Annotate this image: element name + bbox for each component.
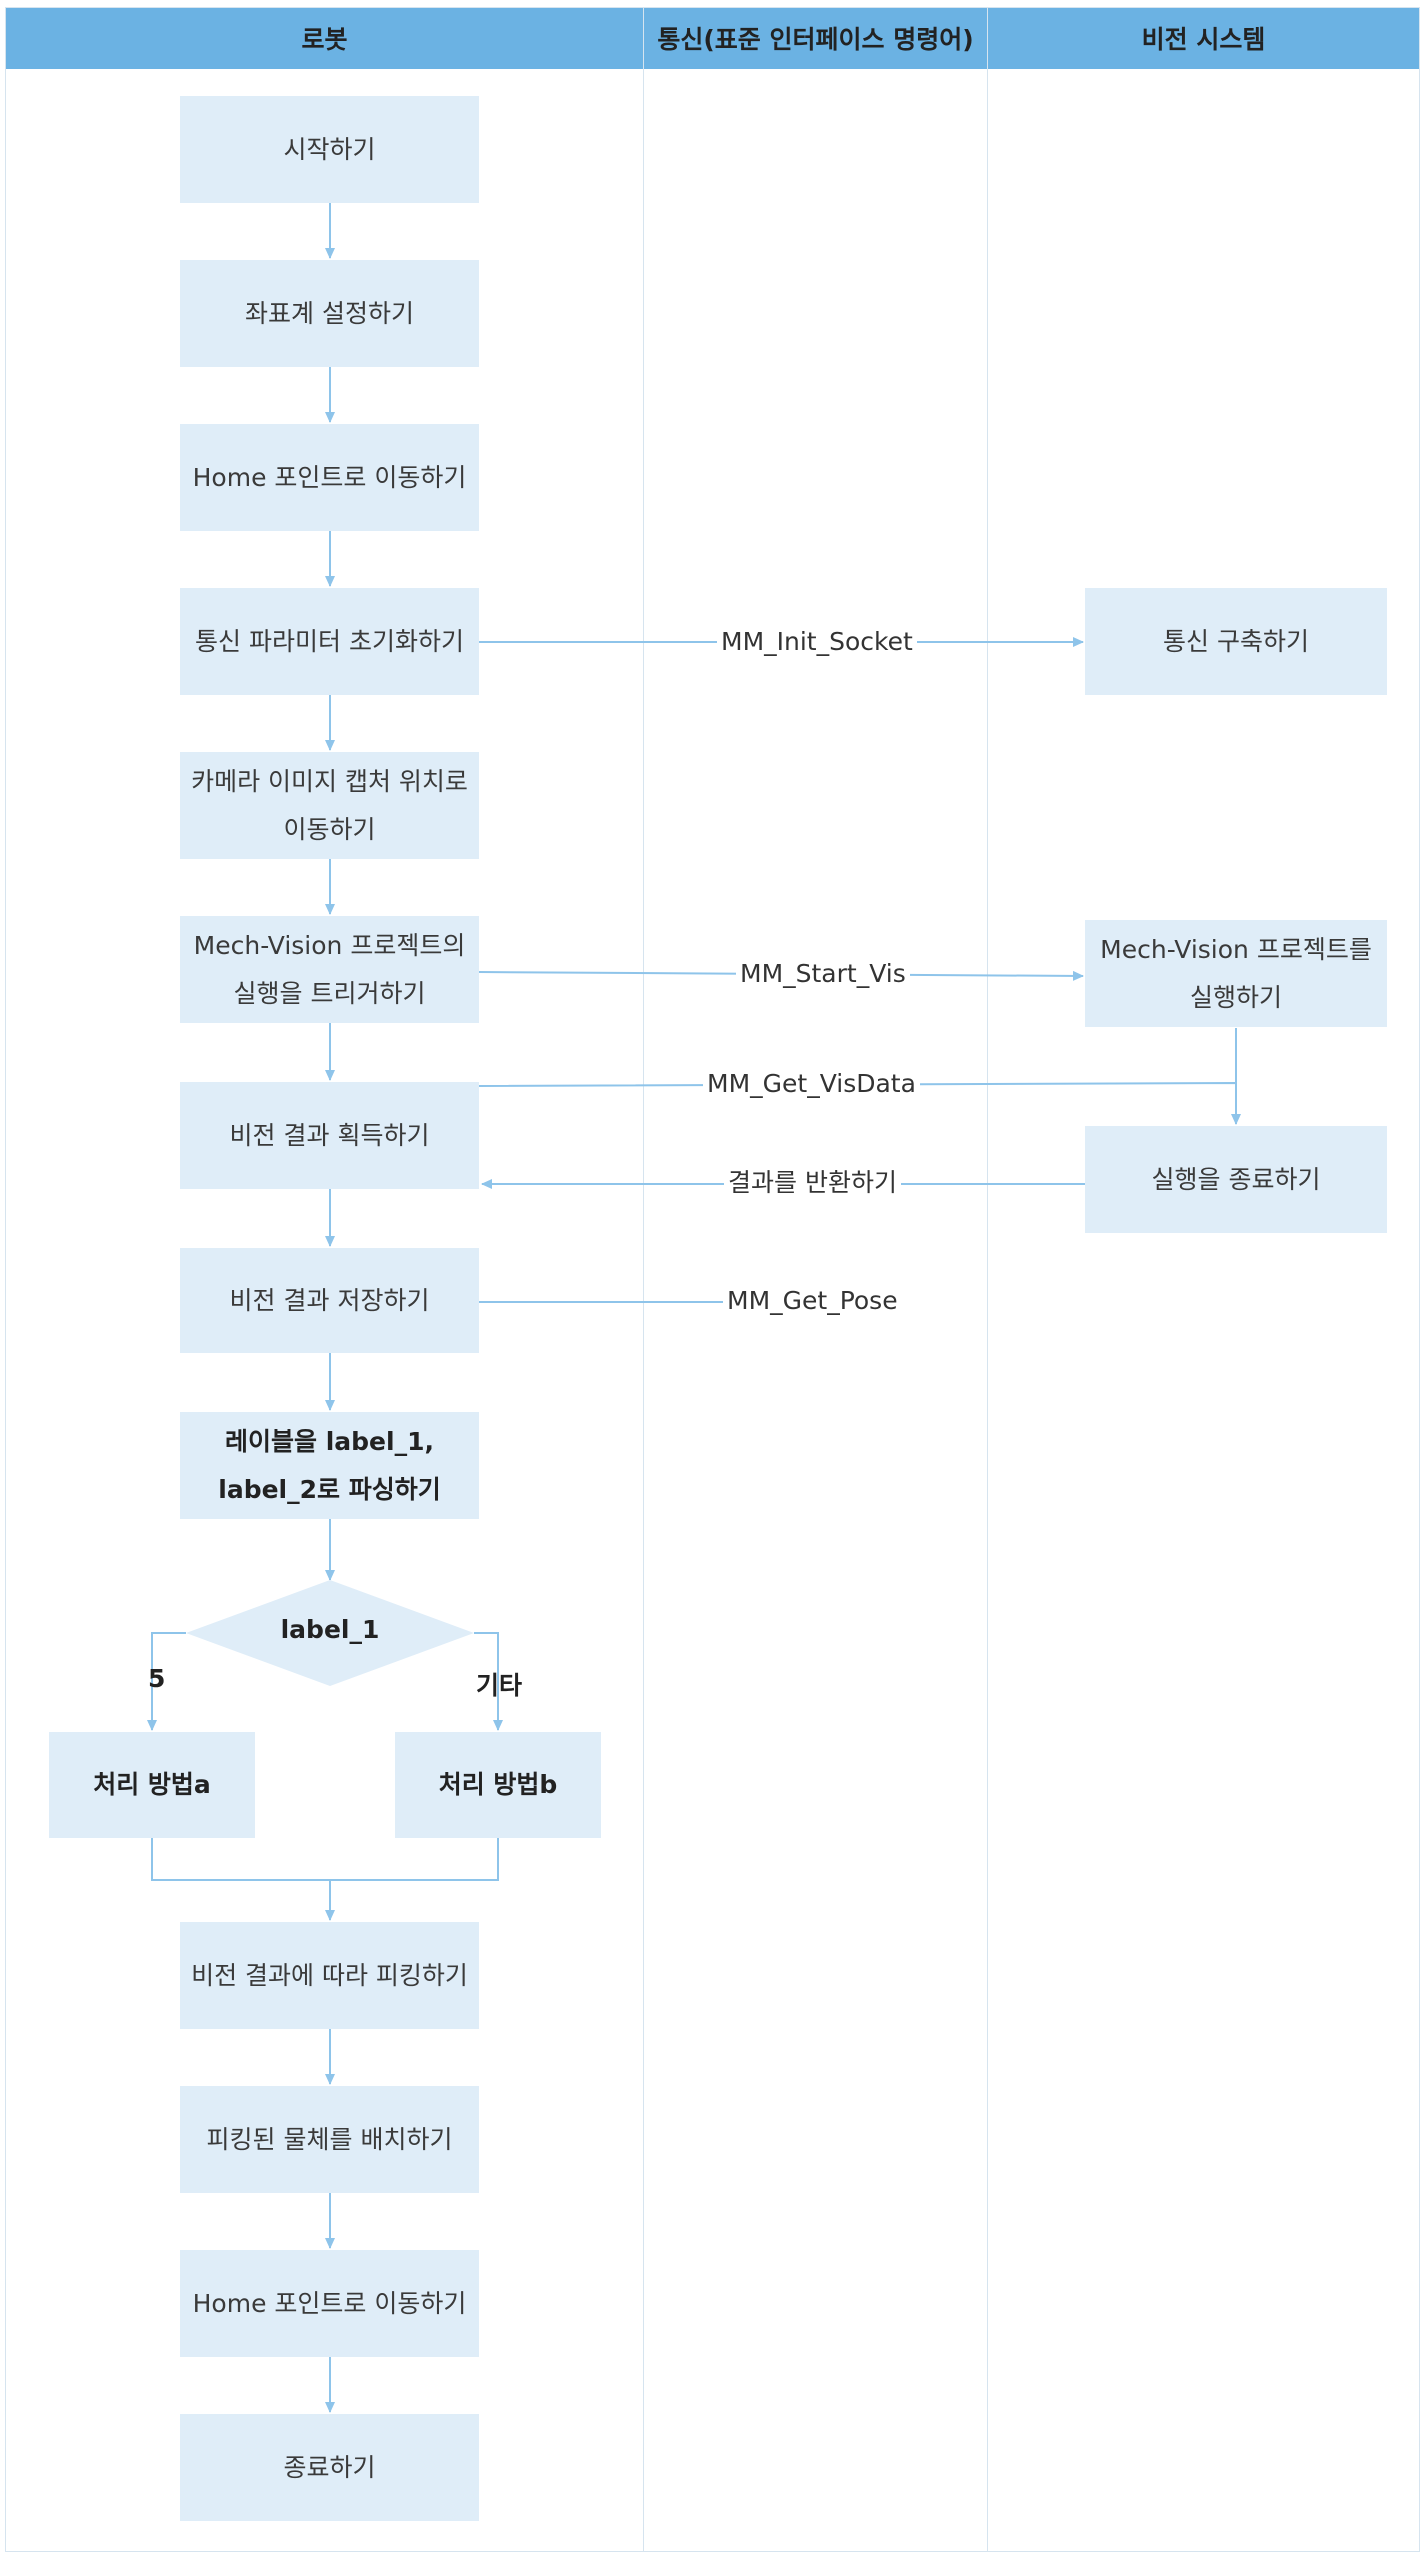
vision-step-finish-label: 실행을 종료하기 bbox=[1151, 1164, 1321, 1194]
step-process-b-label: 처리 방법b bbox=[438, 1770, 558, 1799]
step-start-label: 시작하기 bbox=[283, 134, 376, 164]
branch-arrow-left bbox=[147, 1632, 186, 1731]
lane-divider bbox=[643, 7, 644, 2552]
lane-header-communication: 통신(표준 인터페이스 명령어) bbox=[644, 8, 987, 69]
step-init-comm-params-label: 통신 파라미터 초기화하기 bbox=[195, 626, 464, 656]
step-place-label: 피킹된 물체를 배치하기 bbox=[206, 2124, 453, 2154]
step-pick: 비전 결과에 따라 피킹하기 bbox=[180, 1922, 479, 2029]
vision-step-build-comm: 통신 구축하기 bbox=[1085, 588, 1387, 695]
lane-header-robot-label: 로봇 bbox=[301, 25, 348, 54]
step-move-capture-position-label: 카메라 이미지 캡처 위치로 이동하기 bbox=[191, 766, 468, 844]
step-parse-labels: 레이블을 label_1, label_2로 파싱하기 bbox=[180, 1412, 479, 1519]
step-process-a-label: 처리 방법a bbox=[93, 1770, 211, 1799]
vision-step-run-project: Mech-Vision 프로젝트를 실행하기 bbox=[1085, 920, 1387, 1027]
step-parse-labels-label: 레이블을 label_1, label_2로 파싱하기 bbox=[218, 1426, 441, 1504]
step-pick-label: 비전 결과에 따라 피킹하기 bbox=[191, 1960, 468, 1990]
vision-step-build-comm-label: 통신 구축하기 bbox=[1163, 626, 1309, 656]
lane-header-vision-label: 비전 시스템 bbox=[1141, 25, 1266, 54]
step-end-label: 종료하기 bbox=[283, 2452, 376, 2482]
step-start: 시작하기 bbox=[180, 96, 479, 203]
step-place: 피킹된 물체를 배치하기 bbox=[180, 2086, 479, 2193]
step-move-home-1: Home 포인트로 이동하기 bbox=[180, 424, 479, 531]
merge-line bbox=[151, 1838, 499, 1881]
step-process-b: 처리 방법b bbox=[395, 1732, 601, 1838]
command-init-socket: MM_Init_Socket bbox=[717, 627, 917, 657]
step-get-vision-result-label: 비전 결과 획득하기 bbox=[229, 1120, 430, 1150]
vision-step-run-project-label: Mech-Vision 프로젝트를 실행하기 bbox=[1100, 934, 1372, 1012]
step-process-a: 처리 방법a bbox=[49, 1732, 255, 1838]
command-return-result: 결과를 반환하기 bbox=[724, 1168, 901, 1198]
step-move-home-2-label: Home 포인트로 이동하기 bbox=[192, 2288, 467, 2318]
step-end: 종료하기 bbox=[180, 2414, 479, 2521]
step-move-home-2: Home 포인트로 이동하기 bbox=[180, 2250, 479, 2357]
branch-label-left: 5 bbox=[148, 1664, 166, 1693]
vision-step-finish: 실행을 종료하기 bbox=[1085, 1126, 1387, 1233]
branch-label-right: 기타 bbox=[476, 1671, 523, 1700]
lane-header-robot: 로봇 bbox=[6, 8, 643, 69]
step-get-vision-result: 비전 결과 획득하기 bbox=[180, 1082, 479, 1189]
step-set-coordinate-system-label: 좌표계 설정하기 bbox=[245, 298, 414, 328]
lane-divider bbox=[987, 7, 988, 2552]
step-set-coordinate-system: 좌표계 설정하기 bbox=[180, 260, 479, 367]
step-trigger-project: Mech-Vision 프로젝트의 실행을 트리거하기 bbox=[180, 916, 479, 1023]
decision-label: label_1 bbox=[280, 1615, 380, 1644]
lane-header-communication-label: 통신(표준 인터페이스 명령어) bbox=[657, 25, 974, 54]
command-get-visdata: MM_Get_VisData bbox=[703, 1069, 920, 1099]
step-trigger-project-label: Mech-Vision 프로젝트의 실행을 트리거하기 bbox=[193, 930, 466, 1008]
command-start-vis: MM_Start_Vis bbox=[736, 959, 910, 989]
step-save-vision-result: 비전 결과 저장하기 bbox=[180, 1248, 479, 1353]
step-init-comm-params: 통신 파라미터 초기화하기 bbox=[180, 588, 479, 695]
command-get-pose: MM_Get_Pose bbox=[723, 1286, 902, 1316]
step-move-home-1-label: Home 포인트로 이동하기 bbox=[192, 462, 467, 492]
step-save-vision-result-label: 비전 결과 저장하기 bbox=[229, 1285, 430, 1315]
branch-arrow-right bbox=[474, 1632, 503, 1731]
decision-diamond bbox=[186, 1580, 474, 1686]
step-move-capture-position: 카메라 이미지 캡처 위치로 이동하기 bbox=[180, 752, 479, 859]
lane-header-vision: 비전 시스템 bbox=[988, 8, 1419, 69]
